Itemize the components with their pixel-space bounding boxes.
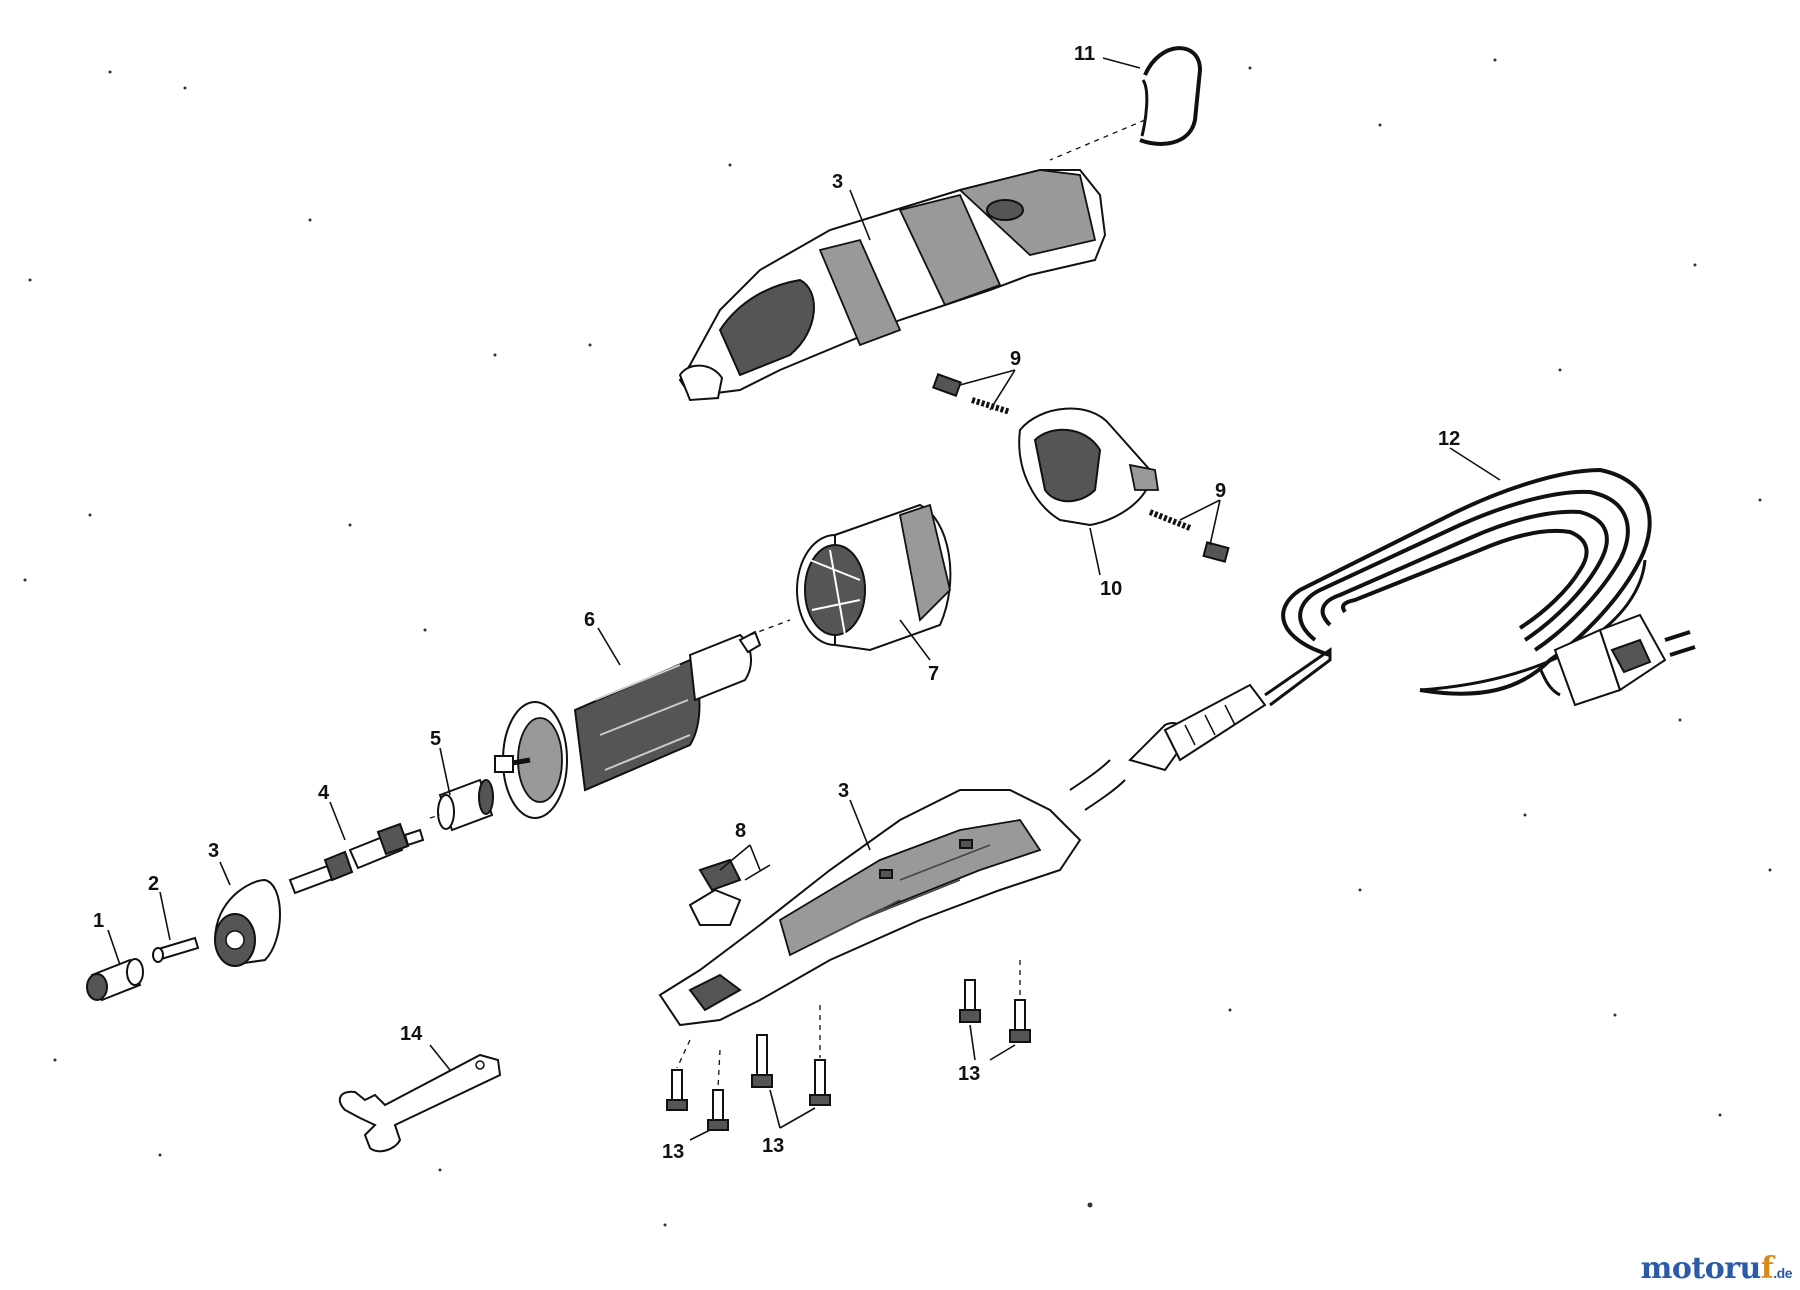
part-5-sleeve [437, 778, 494, 832]
part-3-housing-bottom [658, 789, 1082, 1027]
part-12-power-cord [1069, 467, 1696, 811]
leader-screw-1 [676, 1039, 691, 1069]
callout-3-housing-bottom: 3 [838, 780, 849, 802]
screw-3 [751, 1034, 773, 1088]
part-3-housing-top [678, 169, 1107, 402]
watermark-brand-main: motoru [1640, 1251, 1762, 1286]
part-4-shaft [288, 822, 425, 895]
part-10-brush-holder [1018, 407, 1160, 527]
part-8-switch [688, 858, 771, 926]
part-1-collet-nut [86, 958, 144, 1002]
scan-noise-dots [23, 58, 1772, 1227]
part-14-wrench [338, 1053, 502, 1153]
leader-11-dash [1049, 119, 1146, 161]
callout-5: 5 [430, 728, 441, 750]
part-9-brush-upper [932, 373, 1011, 415]
watermark-tld: .de [1773, 1265, 1792, 1281]
callout-11: 11 [1074, 43, 1095, 65]
callout-2: 2 [148, 873, 159, 895]
screw-5 [959, 979, 981, 1023]
callout-8: 8 [735, 820, 746, 842]
callout-13-right: 13 [958, 1063, 980, 1085]
callout-6: 6 [584, 609, 595, 631]
part-6-armature [494, 630, 762, 819]
callout-14: 14 [400, 1023, 423, 1045]
callout-13-middle: 13 [762, 1135, 784, 1157]
callout-3-cap: 3 [208, 840, 219, 862]
callout-leaders [107, 57, 1501, 1141]
callout-10: 10 [1100, 578, 1122, 600]
callout-9-upper: 9 [1010, 348, 1021, 370]
part-11-hanger-hook [1139, 46, 1203, 146]
callout-4: 4 [318, 782, 330, 804]
leader-armature-field [749, 619, 791, 636]
screw-2 [707, 1089, 729, 1131]
part-13-screws [666, 960, 1031, 1131]
callout-9-lower: 9 [1215, 480, 1226, 502]
callout-7: 7 [928, 663, 939, 685]
screw-6 [1009, 999, 1031, 1043]
callout-13-left: 13 [662, 1141, 684, 1163]
callout-1: 1 [93, 910, 104, 932]
part-3-cap [213, 878, 281, 967]
leader-shaft-sleeve [429, 814, 441, 819]
leader-screw-2 [717, 1049, 721, 1089]
watermark-brand-accent: f [1760, 1251, 1774, 1286]
screw-1 [666, 1069, 688, 1111]
part-2-collet [152, 936, 200, 963]
screw-4 [809, 1059, 831, 1106]
part-9-brush-lower [1148, 509, 1230, 563]
watermark-logo: motoruf.de [1640, 1251, 1793, 1286]
part-7-field-stator [796, 503, 952, 652]
callout-12: 12 [1438, 428, 1460, 450]
callout-3-housing-top: 3 [832, 171, 843, 193]
